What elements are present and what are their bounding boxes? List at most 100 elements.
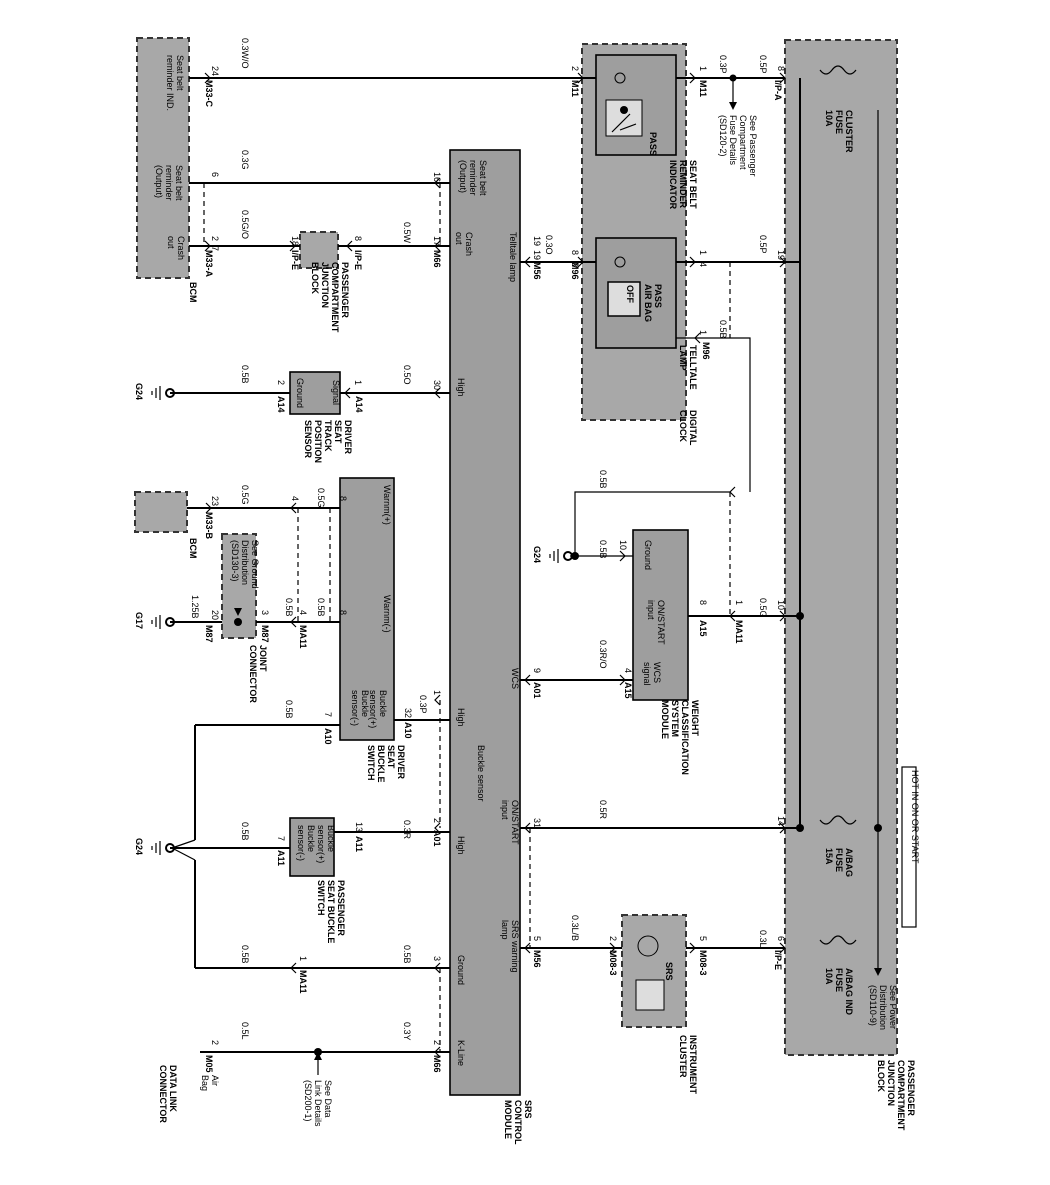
pin-wcs-onstart-line-1: ON/START: [656, 600, 666, 645]
digital-clock-title-line-2: CLOCK: [678, 410, 688, 442]
lamp-icon: [614, 72, 626, 268]
gnd-g24-b: G24: [532, 546, 542, 563]
driver-track-title-line-4: POSITION: [313, 420, 323, 463]
pin-number: 2: [570, 66, 580, 71]
seat-belt-icon: [605, 99, 643, 137]
conn-m96-a: M96: [570, 262, 580, 280]
conn-m083-b: M08-3: [608, 950, 618, 976]
joint-connector-title-line-1: JOINT: [258, 645, 268, 672]
conn-a01-a: A01: [532, 682, 542, 699]
note-data-link-line-3: (SD200-1): [303, 1080, 313, 1122]
conn-a10-b: A10: [323, 728, 333, 745]
pin-srs-seatbelt-out-line-2: reminder: [468, 160, 478, 196]
pin-number: 32: [403, 708, 413, 718]
pin-number: 10: [618, 540, 628, 550]
driver-buckle-title-line-2: SEAT: [386, 745, 396, 769]
pin-number: 1: [698, 250, 708, 255]
wire-03wo: 0.3W/O: [240, 38, 250, 69]
conn-a11-b: A11: [276, 850, 286, 866]
pcjb-small-title-line-4: BLOCK: [310, 262, 320, 294]
wire-05b-h: 0.5B: [402, 945, 412, 964]
hot-label-box: [901, 766, 917, 928]
pin-number: 3: [260, 610, 270, 615]
driver-track-title-line-5: SENSOR: [303, 420, 313, 459]
wire-03ro: 0.3R/O: [598, 640, 608, 669]
pin-number: 4: [298, 610, 308, 615]
note-data-link-line-1: See Data: [323, 1080, 333, 1118]
conn-m87-a: M87: [260, 625, 270, 643]
ground-g24-b: [549, 549, 573, 563]
pin-number: 17: [432, 236, 442, 246]
note-ground-line-3: (SD130-3): [230, 540, 240, 582]
conn-ipe-b: I/P-E: [290, 250, 300, 270]
note-air-bag-line-2: Bag: [200, 1075, 210, 1091]
srs-airbag-icon: [635, 935, 665, 1011]
driver-buckle-title-line-4: SWITCH: [366, 745, 376, 781]
pin-number: 19: [532, 250, 542, 260]
pin-number: 10: [776, 600, 786, 610]
arrows: [234, 102, 882, 1060]
pin-number: 14: [776, 816, 786, 826]
wire-05r: 0.5R: [598, 800, 608, 820]
conn-m96-b: M96: [701, 342, 711, 360]
pcjb-small-box: [299, 231, 339, 269]
note-fuse-details-line-3: Fuse Details: [728, 115, 738, 166]
conn-m05: M05: [204, 1055, 214, 1073]
wire-05b-j: 0.5B: [284, 700, 294, 719]
bcm-bottom-box: [134, 491, 188, 533]
seat-belt-indicator-title-line-2: REMINDER: [678, 160, 688, 209]
wcs-module-title-line-1: WEIGHT: [690, 700, 700, 736]
pin-drv-buckle-neg-line-1: Buckle: [360, 690, 370, 717]
note-air-bag-line-1: Air: [210, 1075, 220, 1086]
pcjb-main-title-line-2: COMPARTMENT: [896, 1060, 906, 1131]
pcjb-main-title-line-1: PASSENGER: [906, 1060, 916, 1116]
pin-pass-buckle-pos-line-1: Buckle: [326, 825, 336, 852]
conn-m11-b: M11: [698, 80, 708, 97]
pin-number: 8: [698, 600, 708, 605]
pin-pass-ab-line-1: PASS: [653, 284, 663, 308]
wire-05go: 0.5G/O: [240, 210, 250, 239]
pcjb-main-title-line-4: BLOCK: [876, 1060, 886, 1092]
gnd-g24-a: G24: [134, 383, 144, 400]
pin-bcm-seatbelt-out-line-2: reminder: [164, 165, 174, 201]
pin-number: 7: [323, 712, 333, 717]
ground-g24-a: [151, 386, 175, 400]
pin-number: 2: [432, 818, 442, 823]
pin-number: 6: [210, 172, 220, 177]
pin-number: 4: [698, 262, 708, 267]
pin-wcs-signal-line-1: WCS: [652, 662, 662, 683]
fuse-airbag-ind-line-3: 10A: [824, 968, 834, 985]
note-power-line-2: Distribution: [878, 985, 888, 1030]
driver-track-title-line-3: TRACK: [323, 420, 333, 452]
fuse-airbag-line-1: A/BAG: [844, 848, 854, 877]
pin-number: 5: [532, 936, 542, 941]
rotated-labels: PASSENGERCOMPARTMENTJUNCTIONBLOCKSRSCONT…: [134, 38, 916, 1145]
pin-srs-crash-line-2: out: [454, 232, 464, 245]
conn-ma11-c: MA11: [298, 970, 308, 994]
pin-srs-warning-line-2: lamp: [500, 920, 510, 940]
pin-number: 1: [734, 600, 744, 605]
pin-wcs-signal-line-2: signal: [642, 662, 652, 686]
fuse-airbag-ind-line-1: A/BAG IND: [844, 968, 854, 1016]
wire-03y: 0.3Y: [402, 1022, 412, 1041]
pin-number: 1: [298, 956, 308, 961]
wire-03r: 0.3R: [402, 820, 412, 840]
pin-number: 4: [623, 668, 633, 673]
pin-bcm-crash-line-2: out: [166, 236, 176, 249]
pin-drv-buckle-pos-line-2: sensor(+): [368, 690, 378, 728]
pin-number: 13: [354, 822, 364, 832]
conn-ipe-a: I/P-E: [353, 250, 363, 270]
pin-track-signal: Signal: [331, 380, 341, 405]
conn-ipe-c: I/P-E: [773, 950, 783, 970]
wire-05p-b: 0.5P: [758, 235, 768, 254]
conn-m33c: M33-C: [204, 80, 214, 108]
pin-bcm-seatbelt-out-line-1: Seat belt: [174, 165, 184, 201]
pin-number: 23: [210, 496, 220, 506]
conn-ma11-b: MA11: [298, 625, 308, 649]
wire-05b-f: 0.5B: [284, 598, 294, 617]
pin-number: 30: [432, 380, 442, 390]
conn-m66-a: M66: [432, 250, 442, 268]
wire-05b-b: 0.5B: [240, 365, 250, 384]
pin-number: 31: [532, 818, 542, 828]
